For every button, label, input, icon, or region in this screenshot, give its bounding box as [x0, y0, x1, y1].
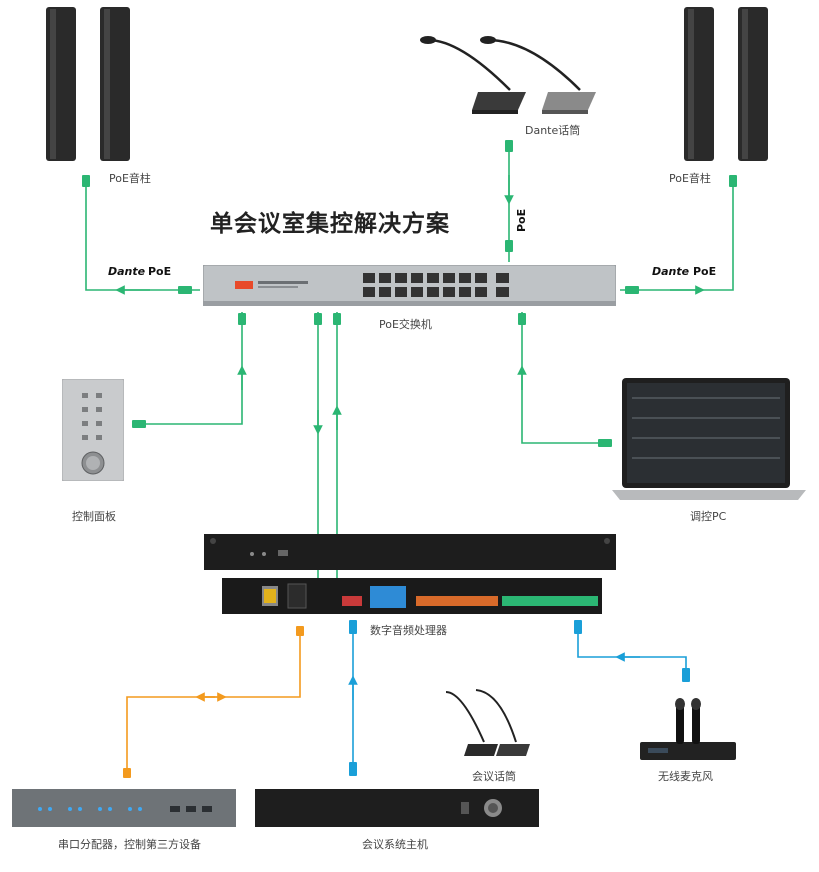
- orange-connectors: [123, 626, 304, 778]
- wireless-mic-icon: [640, 698, 736, 760]
- conf-mic-label: 会议话筒: [472, 770, 516, 783]
- speaker-right-icon: [684, 7, 768, 161]
- control-panel-icon: [62, 379, 124, 481]
- control-panel-label: 控制面板: [72, 510, 116, 523]
- speaker-right-label: PoE音柱: [669, 172, 711, 185]
- dante-tag-right: Dante: [652, 265, 690, 278]
- speaker-left-icon: [46, 7, 130, 161]
- dante-mic-icon: [420, 36, 596, 114]
- wireless-mic-label: 无线麦克风: [658, 770, 713, 783]
- poe-tag-right: PoE: [693, 265, 717, 278]
- page-title: 单会议室集控解决方案: [210, 211, 450, 237]
- conf-mic-icon: [445, 689, 530, 756]
- serial-splitter-icon: [12, 789, 236, 827]
- orange-serial-line: [126, 635, 301, 775]
- poe-vertical-tag: PoE: [515, 208, 528, 232]
- poe-tag-left: PoE: [148, 265, 172, 278]
- conf-host-label: 会议系统主机: [362, 838, 428, 851]
- conf-host-icon: [255, 789, 539, 827]
- blue-connectors: [349, 620, 690, 776]
- green-connectors: [82, 140, 737, 447]
- serial-splitter-label: 串口分配器，控制第三方设备: [58, 838, 201, 851]
- dante-tag-left: Dante: [108, 265, 146, 278]
- poe-switch-label: PoE交换机: [379, 318, 432, 331]
- poe-switch-icon: [203, 265, 616, 306]
- pc-laptop-icon: [612, 378, 806, 500]
- pc-label: 调控PC: [690, 510, 727, 523]
- dsp-processor-icon: [204, 534, 616, 614]
- dante-mic-label: Dante话筒: [525, 124, 581, 137]
- dsp-label: 数字音频处理器: [370, 624, 447, 637]
- speaker-left-label: PoE音柱: [109, 172, 151, 185]
